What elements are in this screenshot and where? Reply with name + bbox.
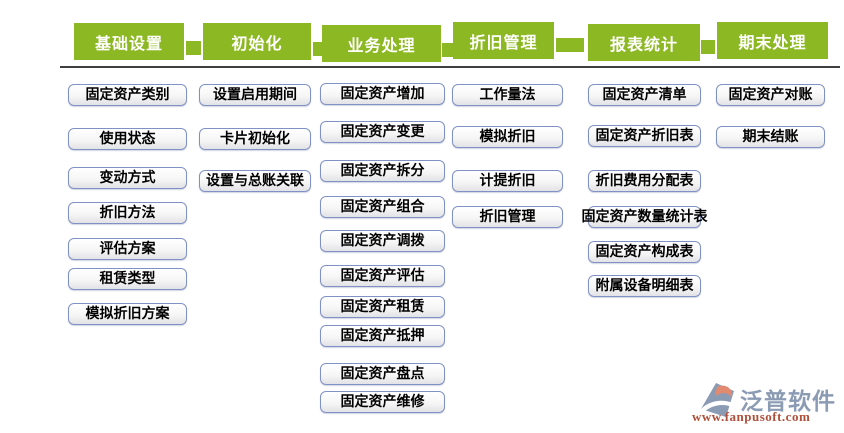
menu-button-label: 固定资产维修 <box>340 394 425 410</box>
menu-button-label: 附属设备明细表 <box>595 278 694 294</box>
menu-button[interactable]: 折旧费用分配表 <box>588 170 701 192</box>
menu-button-label: 折旧费用分配表 <box>595 173 694 189</box>
menu-button[interactable]: 工作量法 <box>452 84 563 106</box>
menu-button[interactable]: 固定资产盘点 <box>320 363 445 385</box>
menu-button[interactable]: 设置与总账关联 <box>199 170 311 192</box>
menu-button-label: 期末结账 <box>742 129 799 145</box>
menu-button-label: 卡片初始化 <box>220 131 290 147</box>
menu-button[interactable]: 固定资产调拨 <box>320 230 445 252</box>
header-connector <box>186 41 201 55</box>
module-header-3[interactable]: 业务处理 <box>322 25 441 62</box>
menu-button-label: 使用状态 <box>99 131 156 147</box>
header-divider-line <box>60 66 840 68</box>
module-header-5[interactable]: 报表统计 <box>588 24 700 61</box>
menu-button-label: 固定资产盘点 <box>340 366 425 382</box>
menu-button-label: 固定资产调拨 <box>340 233 425 249</box>
menu-button[interactable]: 期末结账 <box>716 126 825 148</box>
menu-button-label: 折旧管理 <box>479 209 536 225</box>
menu-button-label: 计提折旧 <box>479 173 536 189</box>
module-header-1[interactable]: 基础设置 <box>74 23 184 60</box>
menu-button[interactable]: 固定资产抵押 <box>320 325 445 347</box>
menu-button-label: 设置启用期间 <box>213 87 297 103</box>
menu-button[interactable]: 租赁类型 <box>68 268 187 290</box>
menu-button[interactable]: 模拟折旧方案 <box>68 303 187 325</box>
module-header-4[interactable]: 折旧管理 <box>453 22 554 59</box>
menu-button-label: 固定资产评估 <box>340 268 425 284</box>
menu-button-label: 工作量法 <box>479 87 536 103</box>
menu-button-label: 固定资产对账 <box>728 87 813 103</box>
vendor-name: 泛普软件 <box>740 389 836 415</box>
menu-button[interactable]: 固定资产租赁 <box>320 296 445 318</box>
menu-button[interactable]: 固定资产对账 <box>716 84 825 106</box>
menu-button[interactable]: 计提折旧 <box>452 170 563 192</box>
menu-button[interactable]: 固定资产增加 <box>320 83 445 105</box>
menu-button-label: 变动方式 <box>99 170 156 186</box>
menu-button[interactable]: 固定资产数量统计表 <box>582 206 708 228</box>
menu-button-label: 固定资产类别 <box>85 87 170 103</box>
menu-button[interactable]: 固定资产构成表 <box>588 241 701 263</box>
menu-button-label: 固定资产抵押 <box>340 328 425 344</box>
menu-button[interactable]: 固定资产折旧表 <box>588 125 701 147</box>
menu-button-label: 固定资产租赁 <box>340 299 425 315</box>
menu-button[interactable]: 固定资产维修 <box>320 391 445 413</box>
menu-button[interactable]: 固定资产组合 <box>320 196 445 218</box>
menu-button-label: 模拟折旧 <box>479 129 536 145</box>
menu-button[interactable]: 设置启用期间 <box>199 84 311 106</box>
menu-button-label: 固定资产拆分 <box>340 163 425 179</box>
menu-button-label: 固定资产折旧表 <box>595 128 694 144</box>
menu-button[interactable]: 固定资产清单 <box>588 84 701 106</box>
menu-button-label: 设置与总账关联 <box>206 173 304 189</box>
menu-button[interactable]: 固定资产拆分 <box>320 160 445 182</box>
menu-button-label: 固定资产变更 <box>340 124 425 140</box>
module-header-2[interactable]: 初始化 <box>203 23 311 60</box>
menu-button[interactable]: 固定资产类别 <box>68 84 187 106</box>
header-connector <box>701 40 715 54</box>
header-connector <box>313 42 327 56</box>
menu-button[interactable]: 固定资产评估 <box>320 265 445 287</box>
menu-button[interactable]: 折旧管理 <box>452 206 563 228</box>
vendor-url: www.fanpusoft.com <box>692 409 811 424</box>
menu-button[interactable]: 卡片初始化 <box>199 128 311 150</box>
module-header-6[interactable]: 期末处理 <box>717 22 828 59</box>
menu-button-label: 折旧方法 <box>99 205 156 221</box>
menu-button[interactable]: 变动方式 <box>68 167 187 189</box>
menu-button[interactable]: 固定资产变更 <box>320 121 445 143</box>
menu-button[interactable]: 折旧方法 <box>68 202 187 224</box>
menu-button[interactable]: 使用状态 <box>68 128 187 150</box>
menu-button-label: 租赁类型 <box>99 271 156 287</box>
menu-button[interactable]: 评估方案 <box>68 238 187 260</box>
menu-button-label: 固定资产组合 <box>340 199 425 215</box>
header-connector <box>556 38 584 52</box>
menu-button-label: 固定资产数量统计表 <box>581 209 708 225</box>
menu-button-label: 固定资产清单 <box>602 87 687 103</box>
menu-button-label: 评估方案 <box>99 241 156 257</box>
menu-button-label: 固定资产增加 <box>340 86 425 102</box>
menu-button-label: 固定资产构成表 <box>595 244 694 260</box>
menu-button[interactable]: 模拟折旧 <box>452 126 563 148</box>
header-connector <box>442 43 455 57</box>
vendor-logo: 泛普软件 www.fanpusoft.com <box>692 378 842 428</box>
menu-button-label: 模拟折旧方案 <box>85 306 170 322</box>
fanpu-logo-icon <box>698 382 736 422</box>
menu-button[interactable]: 附属设备明细表 <box>588 275 701 297</box>
